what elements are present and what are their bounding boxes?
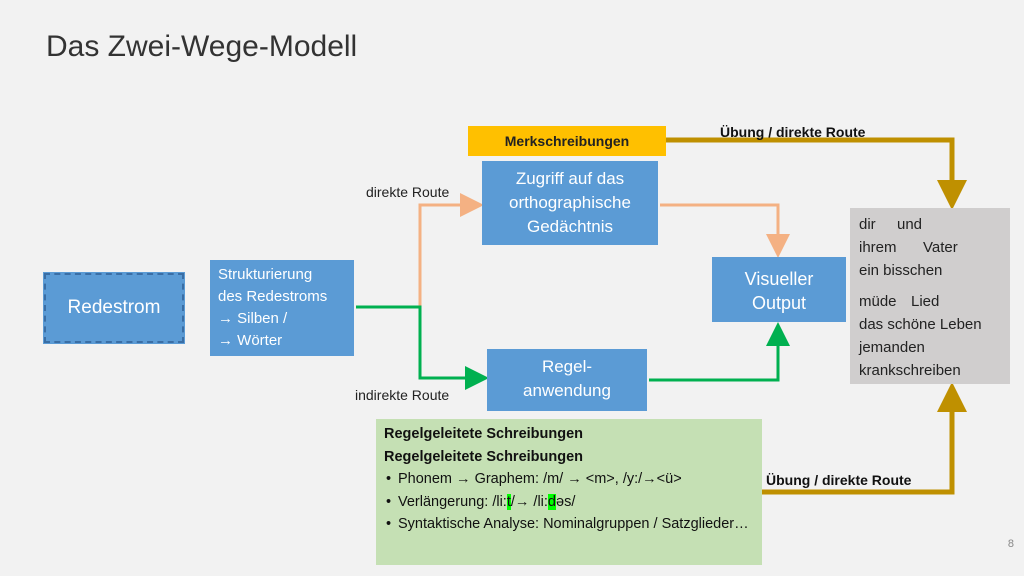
word: Vater: [923, 239, 958, 256]
word-row: dir und: [859, 213, 1001, 236]
arrow-uebung-bottom: [762, 382, 967, 495]
label-indirekte-route: indirekte Route: [355, 387, 450, 403]
visueller-output-box: Visueller Output: [712, 257, 846, 322]
visuell-line: Output: [751, 293, 807, 313]
zugriff-box: Zugriff auf das orthographische Gedächtn…: [482, 161, 658, 245]
highlight-d: d: [547, 493, 556, 510]
word: dir: [859, 216, 876, 233]
bullet2-text: Verlängerung: /li:: [398, 493, 507, 510]
strukturierung-box: Strukturierung des Redestroms → Silben /…: [210, 260, 354, 356]
arrow-zugriff-to-output: [660, 203, 790, 258]
label-uebung-top: Übung / direkte Route: [720, 124, 866, 140]
visuell-line: Visueller: [744, 269, 814, 289]
strukturierung-line: Strukturierung: [218, 266, 313, 283]
label-uebung-bottom: Übung / direkte Route: [766, 472, 912, 488]
word-row: krankschreiben: [859, 359, 1001, 382]
label-direkte-route: direkte Route: [366, 184, 450, 200]
arrow-uebung-top: [666, 137, 967, 210]
bullet2-text: /→ /li:: [510, 493, 548, 510]
strukturierung-line: → Silben /: [218, 310, 288, 327]
merkschreibungen-label: Merkschreibungen: [504, 133, 630, 149]
strukturierung-line: → Wörter: [218, 332, 283, 349]
bullet-phonem: Phonem → Graphem: /m/ → <m>, /y:/→<ü>: [386, 468, 754, 491]
zugriff-line: Zugriff auf das: [515, 169, 625, 188]
arrow-direkte-route: [356, 193, 484, 309]
word: jemanden: [859, 339, 925, 356]
bullet-verlaengerung: Verlängerung: /li:t/→ /li:dəs/: [386, 491, 754, 514]
word-row: ein bisschen: [859, 259, 1001, 282]
zugriff-line: orthographische: [509, 193, 631, 212]
bullet-syntaktisch: Syntaktische Analyse: Nominalgruppen / S…: [386, 513, 754, 536]
regel-line: anwendung: [523, 381, 611, 400]
arrow-regel-to-output: [649, 322, 790, 382]
highlight-t: t: [506, 493, 511, 510]
word-row: müde Lied: [859, 290, 1001, 313]
regelgeleitete-heading: Regelgeleitete Schreibungen: [384, 448, 584, 465]
word: krankschreiben: [859, 362, 961, 379]
word-row: das schöne Leben: [859, 313, 1001, 336]
word: ihrem: [859, 239, 897, 256]
strukturierung-line: des Redestroms: [218, 288, 328, 305]
regelgeleitete-heading: Regelgeleitete Schreibungen: [384, 426, 584, 442]
regel-line: Regel-: [541, 357, 593, 376]
redestrom-box: Redestrom: [43, 272, 185, 344]
word: müde: [859, 293, 897, 310]
page-number: 8: [1007, 538, 1014, 550]
word: und: [897, 216, 923, 233]
page-title: Das Zwei-Wege-Modell: [46, 30, 358, 63]
redestrom-label: Redestrom: [67, 297, 161, 318]
word: Lied: [911, 293, 940, 310]
regelgeleitete-list: Phonem → Graphem: /m/ → <m>, /y:/→<ü> Ve…: [384, 468, 754, 536]
regelanwendung-box: Regel- anwendung: [487, 349, 647, 411]
word: ein bisschen: [859, 262, 943, 279]
regelgeleitete-box: Regelgeleitete Schreibungen Regelgeleite…: [376, 419, 762, 565]
word-row: jemanden: [859, 336, 1001, 359]
arrow-indirekte-route: [356, 305, 489, 390]
merkschreibungen-box: Merkschreibungen: [468, 126, 666, 156]
word-row: ihrem Vater: [859, 236, 1001, 259]
zugriff-line: Gedächtnis: [527, 217, 613, 236]
word: das schöne Leben: [859, 316, 982, 333]
bullet2-text: əs/: [556, 493, 576, 510]
